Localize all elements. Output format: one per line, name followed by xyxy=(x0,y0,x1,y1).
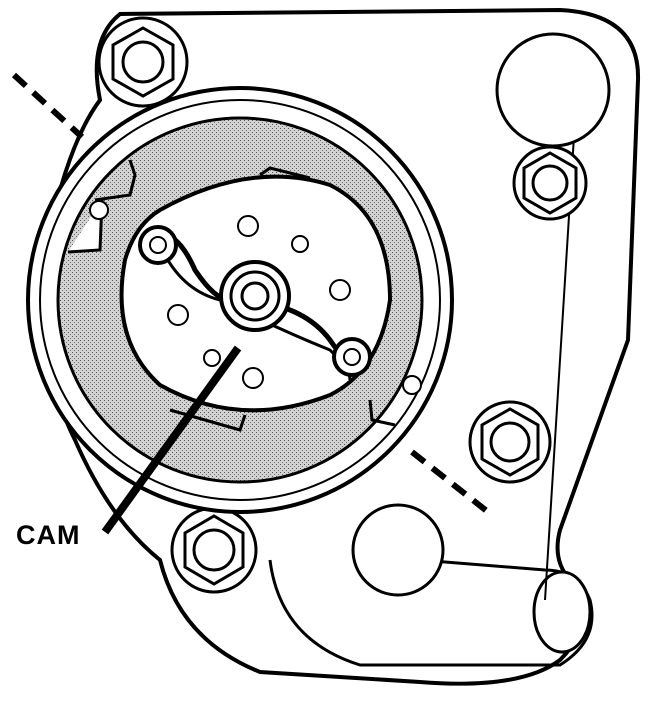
hub-hole-3 xyxy=(329,279,351,301)
bolt-right-upper xyxy=(512,145,588,221)
hub-hole-2 xyxy=(291,235,309,253)
center-shaft-inner xyxy=(240,281,270,311)
hub-hole-6 xyxy=(242,367,264,389)
hub-hole-1 xyxy=(237,215,259,237)
face-step-right xyxy=(368,399,396,427)
bolt-top-left xyxy=(97,16,189,108)
alignment-line-bottom xyxy=(410,449,490,515)
hub-tab-bottom xyxy=(169,408,247,432)
flange-hole-right xyxy=(402,375,422,395)
cam-leader-line xyxy=(101,345,242,535)
hub-hole-4 xyxy=(167,304,189,326)
alignment-line-top xyxy=(11,72,85,140)
cam-pivot-bottom-inner xyxy=(343,348,361,366)
lower-port xyxy=(351,503,445,597)
hub-hole-5 xyxy=(203,349,221,367)
bolt-bottom xyxy=(170,506,258,594)
outlet-opening xyxy=(532,570,592,654)
face-notch-left xyxy=(94,159,137,202)
cam-pivot-top-inner xyxy=(149,236,167,254)
hub-tab-top xyxy=(259,166,311,180)
flange-hole-left xyxy=(89,200,109,220)
upper-right-port xyxy=(495,32,611,148)
cam-label: CAM xyxy=(16,520,81,550)
bolt-right-lower xyxy=(468,400,552,484)
